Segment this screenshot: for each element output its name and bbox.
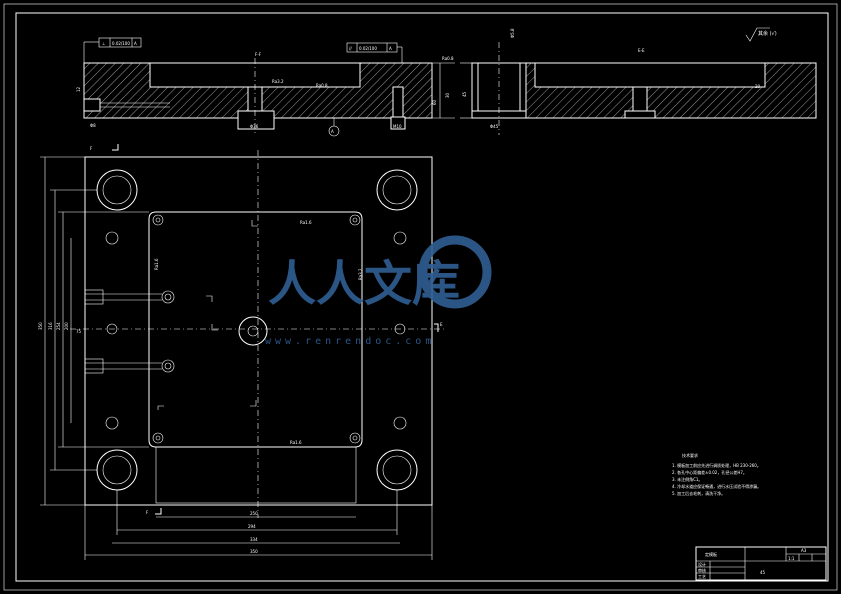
title-c3: 工艺 [698, 574, 706, 579]
watermark: 人人文库 www.renrendoc.com [265, 235, 492, 347]
ff-dim-3: Ra0.8 [442, 56, 454, 61]
watermark-url: www.renrendoc.com [265, 336, 435, 347]
bottom-dimensions: 250 294 334 350 [84, 490, 433, 560]
tech-item-1: 1. 模板加工前应先进行调质处理，HB 230-260。 [672, 462, 761, 468]
roughness-note: 其余 (√) [745, 27, 777, 42]
tech-item-3: 3. 未注倒角C1。 [672, 476, 702, 482]
ra-bottom: Ra1.6 [290, 440, 302, 445]
section-mark-top: F [90, 146, 93, 151]
title-block: 定模板 A3 1:1 45 设计 审核 工艺 [695, 546, 827, 581]
tol2-value: 0.02/100 [359, 46, 377, 51]
dim-bottom-1: 250 [250, 511, 258, 516]
title-part-name: 定模板 [705, 551, 717, 557]
ra-top: Ra1.6 [300, 220, 312, 225]
plan-view: F F E Ra1.6 Ra1.6 Ra1.6 Ra3.2 350 316 25… [38, 144, 445, 560]
tech-item-5: 5. 加工后去毛刺，清洗干净。 [672, 490, 725, 496]
ff-dim-4: Φ36 [250, 124, 259, 129]
tech-item-2: 2. 各孔中心距偏差±0.02，孔径公差H7。 [672, 469, 747, 475]
ff-dim-6: 60 [432, 99, 437, 105]
ra-left: Ra1.6 [154, 258, 159, 270]
title-sheet: A3 [801, 548, 807, 553]
dim-bottom-3: 334 [250, 537, 258, 542]
section-ee: E-E Φ45 20 Φ5.8 45 [460, 28, 817, 135]
outer-border [3, 3, 838, 591]
guide-hole-tl [96, 169, 138, 211]
ee-dim-12: Φ5.8 [510, 28, 515, 38]
tolerance-frame-2: // 0.02/100 A [346, 42, 403, 63]
title-c2: 审核 [698, 567, 706, 573]
section-mark-bottom: F [146, 510, 149, 515]
ff-dim-2: Ra0.8 [316, 83, 328, 88]
section-ff-title: F-F [255, 52, 262, 57]
tech-item-4: 4. 冷却水道应保证畅通，进行水压试验不得渗漏。 [672, 483, 761, 489]
datum-a: A [328, 118, 340, 137]
title-material: 45 [760, 570, 766, 575]
ee-dim-11: 20 [755, 84, 761, 89]
ra-right: Ra3.2 [358, 268, 363, 280]
dim-left-outer: 350 [38, 322, 43, 330]
tol2-symbol: // [349, 46, 352, 51]
ff-dim-8: 30 [445, 92, 450, 98]
guide-hole-tr [376, 169, 418, 211]
watermark-text: 人人文库 [268, 256, 460, 312]
dim-left-2: 316 [48, 322, 53, 330]
tolerance-frame-1: ⊥ 0.02/100 A [83, 37, 142, 63]
ff-dim-1: Ra3.2 [272, 79, 284, 84]
ff-dim-13: M10 [393, 124, 402, 129]
left-dimensions: 350 316 254 200 75 [38, 156, 149, 506]
datum-a-label: A [331, 129, 334, 134]
dim-mid: 75 [76, 329, 82, 334]
dim-bottom-2: 294 [248, 524, 256, 529]
tech-requirements: 技术要求 1. 模板加工前应先进行调质处理，HB 230-260。 2. 各孔中… [672, 452, 761, 496]
section-ee-title: E-E [638, 48, 645, 53]
tol1-symbol: ⊥ [102, 41, 106, 46]
tol2-datum: A [389, 46, 392, 51]
inner-border [15, 12, 829, 582]
title-c1: 设计 [698, 561, 706, 567]
tol1-value: 0.02/100 [112, 41, 130, 46]
guide-hole-bl [96, 449, 138, 491]
section-ff: F-F ⊥ 0.02/100 A // 0.02/100 A [76, 37, 455, 137]
roughness-note-text: 其余 (√) [758, 30, 777, 37]
plate-outline [84, 156, 433, 506]
ee-dim-5: Φ45 [490, 124, 499, 129]
ff-dim-9: 12 [76, 86, 81, 92]
tech-title: 技术要求 [682, 452, 698, 458]
dim-bottom-4: 350 [250, 549, 258, 554]
section-mark-right: E [440, 322, 443, 327]
dim-left-3: 254 [56, 322, 61, 330]
tol1-datum: A [134, 41, 137, 46]
ff-dim-10: Φ8 [90, 123, 96, 128]
ee-dim-7: 45 [462, 91, 467, 97]
title-scale: 1:1 [788, 556, 795, 561]
guide-hole-br [376, 449, 418, 491]
dim-left-4: 200 [64, 322, 69, 330]
